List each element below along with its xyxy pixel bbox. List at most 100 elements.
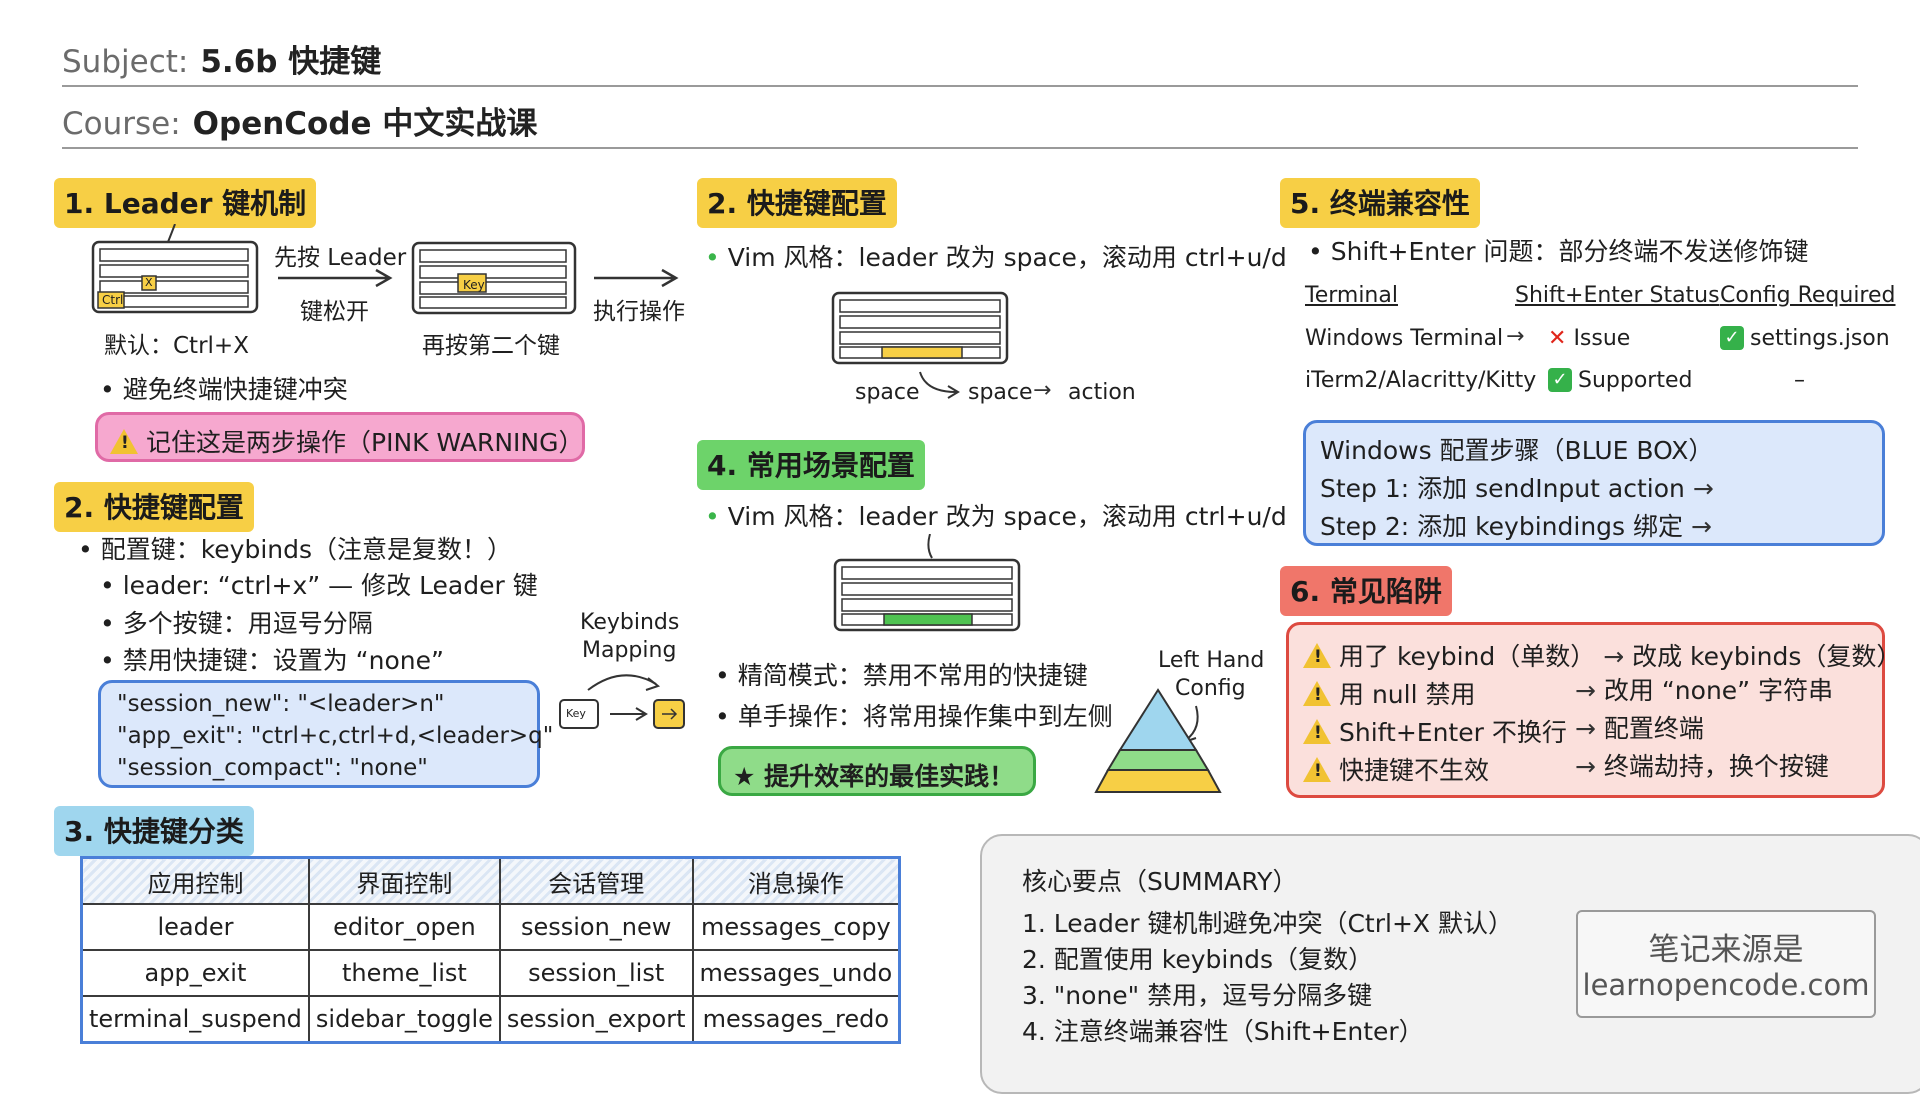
step3-label: 执行操作 (593, 299, 685, 325)
terminal-row2-c1: iTerm2/Alacritty/Kitty (1305, 368, 1537, 393)
pitfall-3-problem: Shift+Enter 不换行 (1339, 718, 1567, 747)
arrow-right-icon (278, 268, 393, 288)
vim-bullet: Vim 风格：leader 改为 space，滚动用 ctrl+u/d (705, 238, 1287, 274)
default-label: 默认：Ctrl+X (104, 333, 249, 359)
table-cell: theme_list (307, 949, 501, 997)
left-hand-label-1: Left Hand (1158, 648, 1265, 673)
summary-item-2: 2. 配置使用 keybinds（复数） (1022, 945, 1374, 974)
pitfall-3-fix: 配置终端 (1603, 714, 1704, 743)
section-title-categories: 3. 快捷键分类 (54, 806, 254, 856)
pitfall-2-problem: 用 null 禁用 (1339, 680, 1476, 709)
table-row: app_exit theme_list session_list message… (80, 949, 901, 997)
x-icon: ✕ (1548, 326, 1567, 351)
windows-step-2: Step 2: 添加 keybindings 绑定 → (1320, 507, 1712, 543)
table-cell: leader (80, 903, 310, 951)
table-header: 界面控制 (307, 856, 501, 905)
key-key-label: Key (463, 278, 485, 292)
table-cell: messages_undo (691, 949, 901, 997)
table-cell: sidebar_toggle (307, 995, 501, 1044)
pitfall-3-fix-wrap: → 配置终端 (1575, 709, 1704, 745)
warning-icon-p1 (1303, 643, 1331, 668)
space-label-2: space (968, 380, 1033, 405)
arrow-icon-s1: → (1692, 474, 1714, 503)
terminal-row1-c2: ✕ Issue (1548, 326, 1630, 351)
windows-step-2-text: Step 2: 添加 keybindings 绑定 (1320, 512, 1684, 541)
section-title-config: 2. 快捷键配置 (54, 482, 254, 532)
terminal-row2-c3: – (1794, 368, 1805, 393)
pyramid-icon (1094, 688, 1222, 793)
arrow-icon-p1: → (1603, 642, 1625, 671)
step2-caption: 再按第二个键 (422, 333, 560, 359)
table-row: leader editor_open session_new messages_… (80, 903, 901, 951)
pitfall-4-fix: 终端劫持，换个按键 (1603, 752, 1829, 781)
table-cell: messages_redo (691, 995, 901, 1044)
pitfall-1-fix: 改成 keybinds（复数） (1632, 642, 1902, 671)
pink-warning-text: 记住这是两步操作（PINK WARNING） (146, 428, 584, 457)
warning-icon-p2 (1303, 681, 1331, 706)
key-mapping-icon (559, 674, 685, 729)
subject-label: Subject: (62, 44, 189, 80)
arrow-icon-r1: → (1506, 324, 1525, 349)
section-title-terminal: 5. 终端兼容性 (1280, 178, 1480, 228)
scenario-bullet-1: Vim 风格：leader 改为 space，滚动用 ctrl+u/d (705, 497, 1287, 533)
mapping-label-2: Mapping (582, 638, 677, 663)
pink-warning-box: 记住这是两步操作（PINK WARNING） (95, 412, 585, 462)
keyboard-green-icon (833, 534, 1021, 632)
check-icon: ✓ (1720, 326, 1744, 350)
keyboard-icon-2 (411, 241, 577, 315)
pitfall-2-fix: 改用 “none” 字符串 (1603, 676, 1834, 705)
best-practice-box: ★ 提升效率的最佳实践！ (718, 746, 1036, 796)
table-header: 会话管理 (498, 856, 694, 905)
header-divider-2 (62, 147, 1858, 149)
code-line-2: "app_exit": "ctrl+c,ctrl+d,<leader>q" (117, 723, 554, 749)
pink-warning: 记住这是两步操作（PINK WARNING） (110, 423, 583, 459)
action-label: action (1068, 380, 1136, 405)
source-line-1: 笔记来源是 (1648, 932, 1804, 968)
terminal-col-2: Shift+Enter Status (1515, 283, 1720, 308)
windows-step-1-text: Step 1: 添加 sendInput action (1320, 474, 1685, 503)
subject-line: Subject:5.6b 快捷键 (62, 36, 381, 81)
header-divider (62, 85, 1858, 87)
warning-icon (110, 429, 138, 454)
pitfall-4-problem: 快捷键不生效 (1339, 756, 1490, 785)
terminal-col-1: Terminal (1305, 283, 1398, 308)
keyboard-space-icon (831, 291, 1009, 365)
summary-item-1: 1. Leader 键机制避免冲突（Ctrl+X 默认） (1022, 909, 1513, 938)
pitfall-1: 用了 keybind（单数） → 改成 keybinds（复数） (1303, 637, 1901, 673)
terminal-row1-c3: ✓settings.json (1720, 326, 1890, 352)
summary-item-3: 3. "none" 禁用，逗号分隔多键 (1022, 981, 1373, 1010)
mapping-key-label: Key (566, 707, 586, 720)
terminal-bullet: Shift+Enter 问题：部分终端不发送修饰键 (1308, 232, 1809, 268)
arrow-icon: → (1033, 378, 1052, 403)
terminal-row1-c3-text: settings.json (1750, 326, 1890, 351)
pitfall-4: 快捷键不生效 (1303, 751, 1489, 787)
pitfall-3: Shift+Enter 不换行 (1303, 713, 1567, 749)
keyboard-icon (91, 224, 259, 314)
table-cell: session_export (498, 995, 694, 1044)
warning-icon-p3 (1303, 719, 1331, 744)
cross-arrow-icon-p3: → (1575, 714, 1596, 743)
table-cell: session_list (498, 949, 694, 997)
course-line: Course:OpenCode 中文实战课 (62, 98, 537, 143)
scenario-bullet-3: 单手操作：将常用操作集中到左侧 (715, 697, 1113, 733)
warning-icon-p4 (1303, 757, 1331, 782)
source-line-2: learnopencode.com (1582, 968, 1870, 1002)
pitfall-1-problem: 用了 keybind（单数） (1339, 642, 1596, 671)
terminal-row2-c2-text: Supported (1578, 368, 1693, 393)
terminal-col-3: Config Required (1720, 283, 1896, 308)
terminal-row2-c2: ✓Supported (1548, 368, 1692, 394)
table-cell: session_new (498, 903, 694, 951)
categories-table: 应用控制 界面控制 会话管理 消息操作 leader editor_open s… (80, 856, 902, 1044)
table-row: terminal_suspend sidebar_toggle session_… (80, 995, 901, 1044)
section-title-scenarios: 4. 常用场景配置 (697, 440, 925, 490)
windows-step-1: Step 1: 添加 sendInput action → (1320, 469, 1714, 505)
code-line-3: "session_compact": "none" (117, 755, 428, 781)
check-icon-2: ✓ (1548, 368, 1572, 392)
arrow-icon-s2: → (1690, 512, 1712, 541)
scenario-bullet-2: 精简模式：禁用不常用的快捷键 (715, 656, 1088, 692)
cross-arrow-icon-p2: → (1575, 676, 1596, 705)
source-box: 笔记来源是 learnopencode.com (1576, 910, 1876, 1018)
section-title-pitfalls: 6. 常见陷阱 (1280, 566, 1452, 616)
table-cell: messages_copy (691, 903, 901, 951)
step1-top: 先按 Leader (274, 245, 407, 271)
